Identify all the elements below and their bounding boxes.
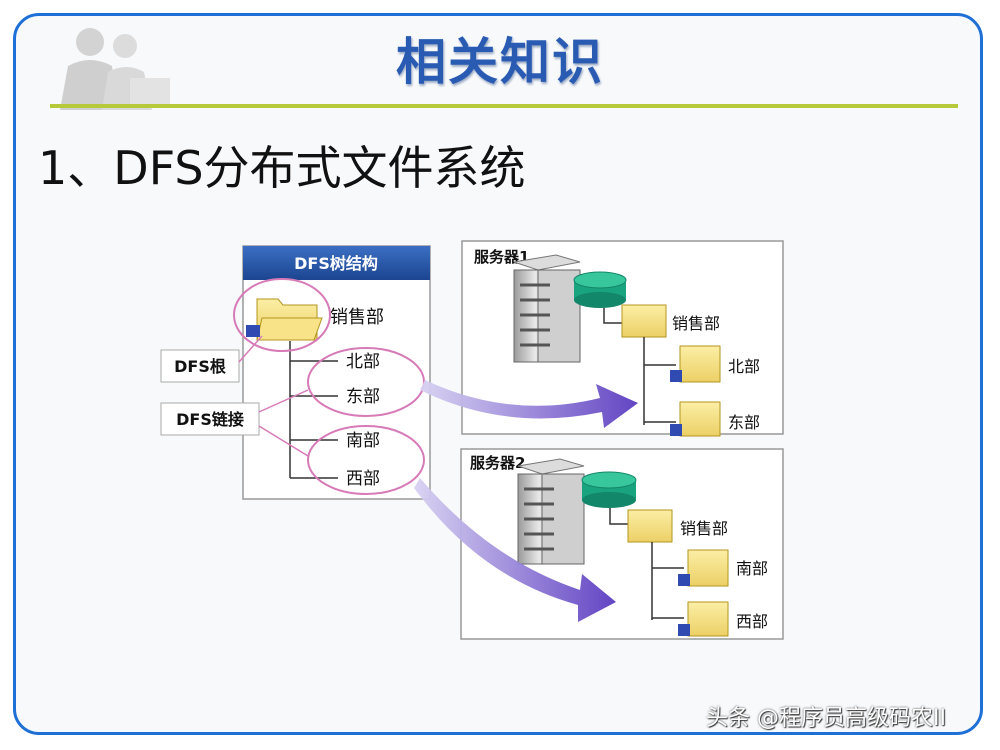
server2-south-folder-icon [678,549,729,587]
server1-folder-icon [621,304,667,338]
root-folder-icon [246,298,323,341]
server2-subfolder-south: 南部 [736,559,768,578]
link-label-west: 西部 [346,469,380,489]
server1-tower-icon [513,254,581,363]
server2-west-folder-icon [678,601,729,637]
callout-dfs-root-label: DFS根 [174,357,226,376]
link-label-north: 北部 [346,352,380,372]
server2-folder-label: 销售部 [680,519,728,538]
root-highlight-circle [233,278,331,352]
server2-tower-icon [517,458,585,565]
server1-east-folder-icon [670,401,721,437]
server1-disk-icon [573,271,627,308]
title-divider [50,104,958,108]
arrow-to-server1-icon [420,380,638,428]
link-label-east: 东部 [346,387,380,407]
server1-subfolder-east: 东部 [728,413,760,432]
server2-panel: 服务器2 销售部 南部 西部 [460,448,784,640]
slide-title: 相关知识 [396,33,604,91]
dfs-tree-panel: DFS树结构 销售部 北部 东部 南部 西部 [242,245,431,500]
tree-header [243,246,430,280]
server1-subfolder-north: 北部 [728,357,760,376]
section-heading: 1、DFS分布式文件系统 [38,141,526,195]
server2-folder-icon [627,509,673,543]
callout-dfs-link-label: DFS链接 [176,410,244,429]
callout-dfs-link: DFS链接 [160,389,309,457]
server2-subfolder-west: 西部 [736,612,768,631]
server1-north-folder-icon [670,345,721,383]
links-highlight-circle-2 [307,425,425,495]
watermark: 头条 @程序员高级码农II [706,706,946,731]
arrow-to-server2-icon [414,478,616,622]
root-folder-label: 销售部 [330,307,384,328]
link-label-south: 南部 [346,431,380,451]
server1-folder-label: 销售部 [672,314,720,333]
server2-disk-icon [581,471,637,508]
callout-dfs-root: DFS根 [160,335,263,383]
server2-label: 服务器2 [470,454,525,472]
people-silhouette-icon [60,28,170,110]
tree-header-label: DFS树结构 [294,254,378,273]
